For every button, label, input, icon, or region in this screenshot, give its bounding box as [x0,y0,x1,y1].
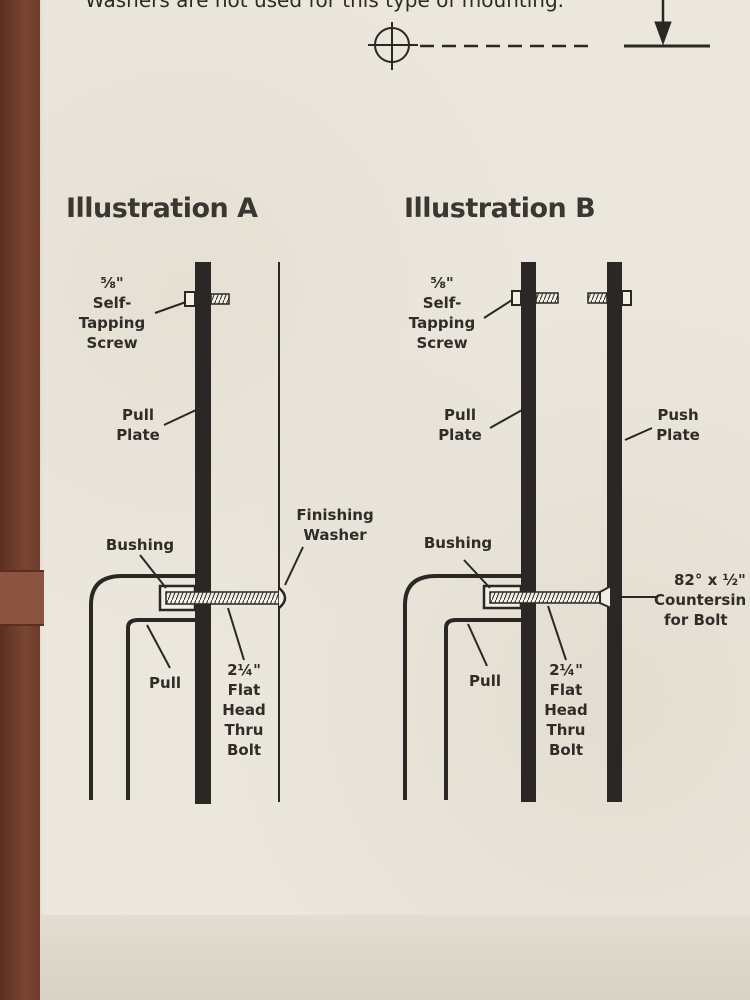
b-bushing-label: Bushing [423,534,493,552]
instruction-sheet [40,0,750,1000]
illustration-b-drawing [403,262,656,802]
a-bushing-label: Bushing [105,536,175,554]
b-pull-label: Pull [469,672,501,690]
a-finishing-washer [278,587,287,609]
b-push-screw-icon [587,290,632,306]
illustration-a-drawing [89,262,304,804]
dimension-arrow-icon [624,0,710,48]
a-pull-outer [89,574,195,800]
b-screw-label: ⅝" Self- Tapping Screw [408,274,476,352]
a-pull-plate [195,262,211,804]
b-push-plate [607,262,622,802]
b-countersink-label: 82° x ½" Countersin for Bolt [654,571,747,629]
a-bolt [165,591,280,605]
b-bolt-label: 2¼" Flat Head Thru Bolt [544,661,588,759]
b-pull-inner [444,618,521,800]
drill-mark-icon [368,22,590,70]
b-pull-plate [521,262,536,802]
a-pull-inner [126,618,195,800]
b-pull-plate-label: Pull Plate [438,406,482,444]
a-pull-label: Pull [149,674,181,692]
board-notch [0,570,44,626]
top-note: Washers are not used for this type of mo… [85,0,564,12]
a-screw-icon [184,291,230,307]
box-bottom-flap [40,915,750,1000]
b-pull-outer [403,574,521,800]
a-screw-label: ⅝" Self- Tapping Screw [78,274,146,352]
b-push-plate-label: Push Plate [656,406,700,444]
b-screw-icon [511,290,559,306]
a-bolt-label: 2¼" Flat Head Thru Bolt [222,661,266,759]
wood-surface [0,0,42,1000]
illustration-a-title: Illustration A [66,193,258,224]
a-finishing-washer-label: Finishing Washer [296,506,374,544]
illustration-b-title: Illustration B [404,193,596,224]
b-bolt [489,591,608,604]
b-bolt-head [599,584,612,610]
a-pull-plate-label: Pull Plate [116,406,160,444]
